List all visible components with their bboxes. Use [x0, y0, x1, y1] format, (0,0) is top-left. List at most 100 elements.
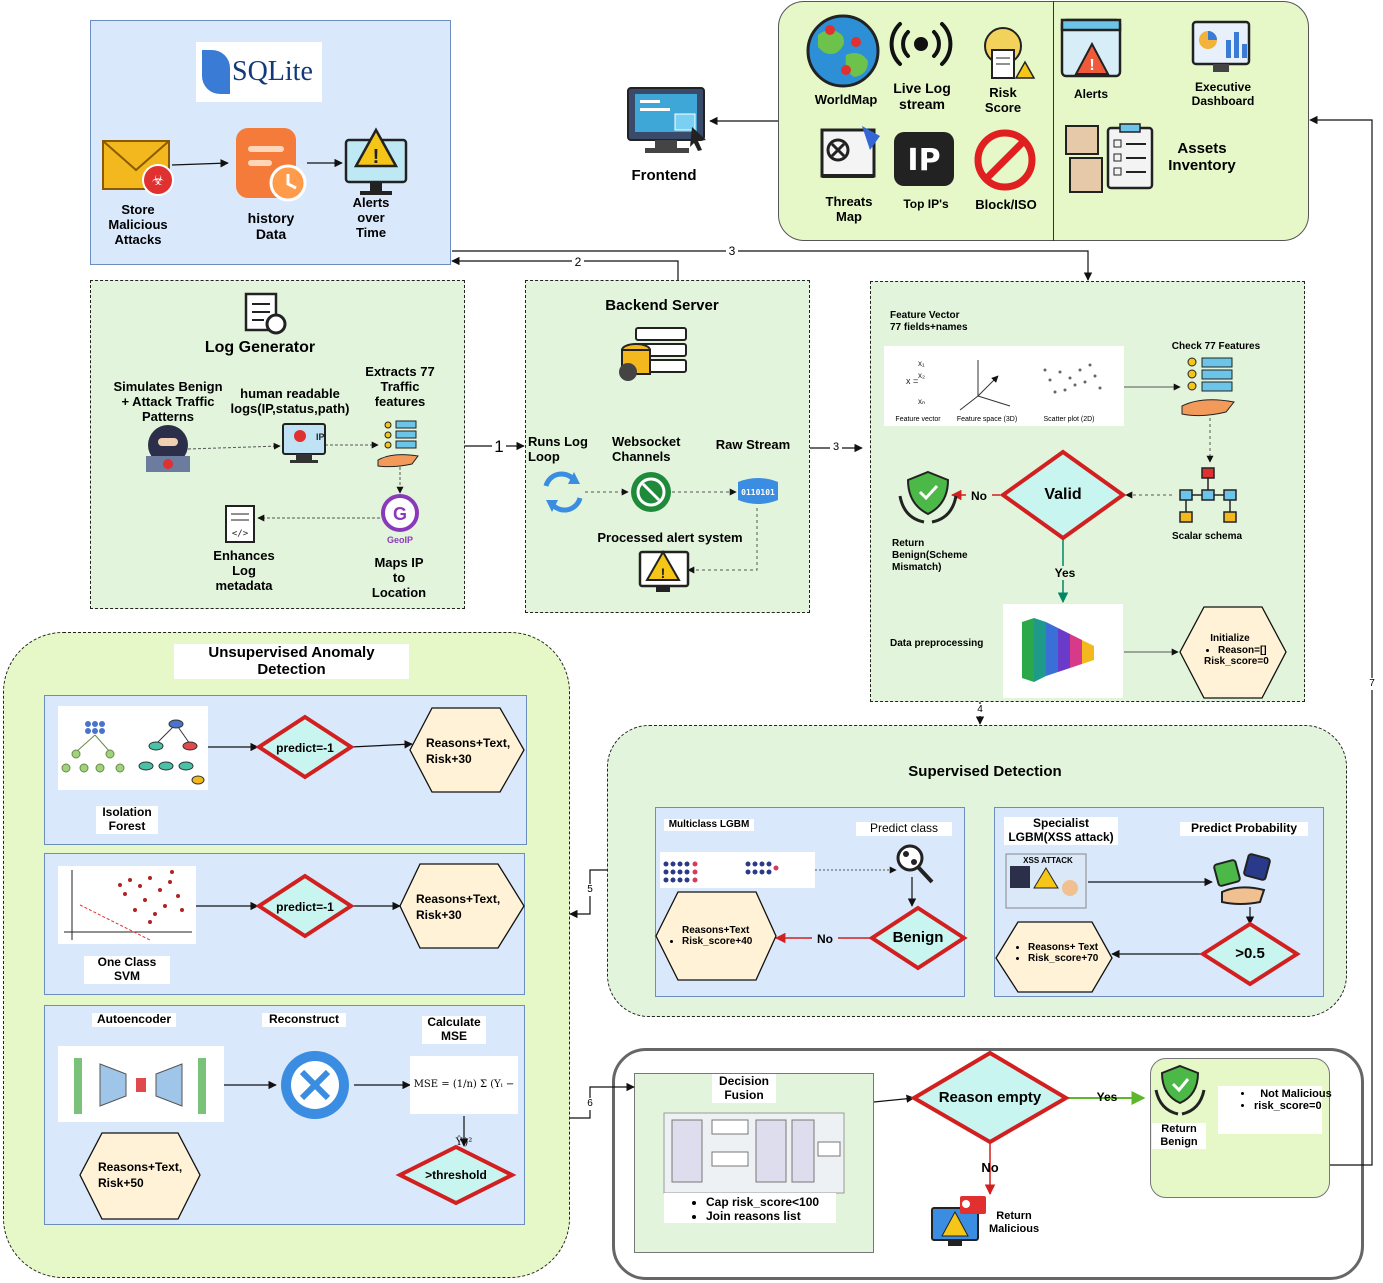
mse-formula: MSE = (1/n) Σ (Yᵢ − Ŷᵢ)²	[410, 1056, 518, 1148]
edge-label-3b: 3	[830, 441, 842, 455]
threatsmap-label: Threats Map	[825, 194, 873, 224]
executive-label: Executive Dashboard	[1191, 80, 1255, 108]
fusion-arrows	[873, 1091, 1146, 1196]
svm-predict-label: predict=-1	[276, 900, 334, 914]
benign-label: Benign	[892, 929, 944, 946]
history-data-label: history Data	[247, 210, 295, 243]
log-generator-title: Log Generator	[204, 339, 316, 356]
edge-label-1: 1	[492, 437, 506, 458]
store-malicious-label: Store Malicious Attacks	[108, 202, 168, 247]
top-ips-icon: IP	[894, 132, 954, 186]
websocket-label: Websocket Channels	[612, 434, 681, 464]
shield-hands-icon-1	[898, 470, 958, 524]
iso-reason-hex	[409, 707, 525, 793]
return-malicious-label: Return Malicious	[988, 1210, 1040, 1236]
isolation-forest-image	[58, 706, 208, 790]
predict-probability-label: Predict Probability	[1180, 821, 1308, 836]
assets-label: Assets Inventory	[1168, 140, 1236, 175]
reason-empty-label: Reason empty	[938, 1089, 1042, 1106]
gt05-diamond	[1199, 921, 1301, 987]
geoip-label: GeoIP	[386, 535, 413, 545]
edge-label-7: 7	[1366, 678, 1378, 690]
edge-label-5: 5	[584, 884, 596, 896]
xss-attack-image	[1005, 853, 1087, 909]
fv-caption-1: Feature vector	[895, 416, 941, 423]
iso-label: Isolation Forest	[96, 805, 158, 834]
raw-stream-label: Raw Stream	[715, 437, 791, 452]
fv-caption-3: Scatter plot (2D)	[1043, 416, 1095, 423]
ae-reason-label: Reasons+Text, Risk+50	[98, 1160, 183, 1190]
benign-list: Not Malicious risk_score=0	[1240, 1088, 1338, 1112]
extracts-label: Extracts 77 Traffic features	[365, 364, 435, 409]
svg-text:x =: x =	[906, 376, 918, 386]
initialize-item-1: Reason=[]	[1218, 645, 1298, 656]
sp-reason-list: Reasons+ Text Risk_score+70	[1014, 942, 1128, 964]
iso-reason-label: Reasons+Text, Risk+30	[426, 736, 511, 766]
simulates-label: Simulates Benign + Attack Traffic Patter…	[113, 379, 223, 424]
decision-fusion-image	[663, 1112, 845, 1194]
fv-caption-2: Feature space (3D)	[956, 416, 1018, 423]
initialize-item-2: Risk_score=0	[1204, 656, 1269, 667]
geoip-icon: G	[381, 494, 419, 532]
edge-2	[451, 256, 679, 280]
websocket-icon	[631, 472, 671, 512]
iso-predict-label: predict=-1	[276, 741, 334, 755]
enhances-label: Enhances Log metadata	[213, 548, 275, 593]
initialize-hex	[1179, 606, 1287, 699]
mc-reason-item-2: Risk_score+40	[682, 936, 792, 947]
alerts-window-icon: !	[1060, 18, 1122, 78]
malicious-monitor-icon	[931, 1196, 986, 1246]
ae-reason-hex	[79, 1132, 201, 1220]
processed-alert-icon: !	[638, 549, 690, 592]
initialize-title: Initialize	[1210, 633, 1250, 644]
edge-3-top	[452, 250, 1093, 281]
check-features-icon	[1181, 357, 1235, 417]
edge-6	[570, 1082, 635, 1119]
unsupervised-arrows	[196, 740, 469, 1147]
processed-label: Processed alert system	[597, 530, 743, 545]
maps-ip-label: Maps IP to Location	[371, 555, 427, 600]
ip-text: IP	[316, 432, 325, 442]
sp-reason-hex	[995, 921, 1113, 993]
threshold-diamond	[395, 1144, 517, 1206]
svg-text:☣: ☣	[152, 173, 165, 189]
scalar-schema-label: Scalar schema	[1171, 531, 1243, 542]
runs-log-loop-label: Runs Log Loop	[528, 434, 588, 464]
alerts-over-time-label: Alerts over Time	[352, 195, 390, 240]
shield-hands-icon-2	[1154, 1064, 1206, 1116]
mc-reason-hex	[655, 891, 777, 981]
alerts-label: Alerts	[1073, 87, 1108, 101]
globe-icon	[806, 14, 880, 88]
valid-label: Valid	[1044, 486, 1082, 503]
metadata-doc-icon: </>	[225, 505, 255, 543]
svg-text:x₁: x₁	[918, 359, 925, 368]
svm-predict-diamond	[255, 873, 355, 939]
fusion-no-label: No	[981, 1160, 999, 1175]
svg-text:xₙ: xₙ	[918, 397, 925, 406]
mc-reason-list: Reasons+Text Risk_score+40	[668, 925, 792, 947]
data-preprocessing-label: Data preprocessing	[890, 638, 984, 649]
ip-computer-icon: IP	[282, 423, 326, 463]
sqlite-logo-text: SQLite	[232, 56, 313, 87]
risk-score-icon	[984, 27, 1036, 79]
multiclass-image	[660, 852, 815, 888]
edge-7	[1309, 115, 1373, 1166]
supervised-no-label: No	[812, 932, 838, 947]
benign-item-1: Not Malicious	[1254, 1088, 1338, 1100]
human-readable-label: human readable logs(IP,status,path)	[230, 386, 350, 416]
threshold-label: >threshold	[425, 1168, 487, 1182]
edge-label-2: 2	[572, 255, 584, 270]
sp-reason-item-2: Risk_score+70	[1028, 953, 1128, 964]
validation-no-label: No	[966, 489, 992, 504]
xss-attack-label: XSS ATTACK	[1023, 856, 1073, 865]
raw-stream-icon: 0110101	[738, 478, 778, 504]
calc-mse-label: Calculate MSE	[422, 1015, 486, 1044]
executive-dashboard-icon	[1191, 20, 1251, 72]
unsupervised-title: Unsupervised Anomaly Detection	[174, 644, 409, 679]
svg-text:!: !	[373, 146, 380, 168]
initialize-list: Reason=[] Risk_score=0	[1204, 645, 1298, 667]
backend-arrows	[585, 488, 758, 574]
ip-glyph: IP	[907, 143, 940, 178]
predict-class-icon	[896, 844, 934, 884]
diamonds	[255, 449, 1301, 1206]
